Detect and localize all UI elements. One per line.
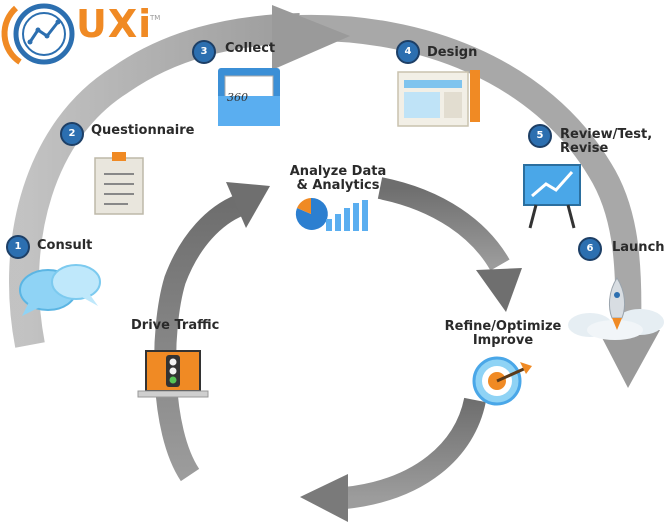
step-badge-1: 1 <box>6 235 30 259</box>
outer-cycle-arrow <box>9 5 660 388</box>
outer-arrowhead-bottom <box>598 330 660 388</box>
step-badge-3: 3 <box>192 40 216 64</box>
folder-icon <box>218 68 280 126</box>
inner-arrowhead-bottom <box>300 474 348 522</box>
step-label-collect: Collect <box>225 41 276 56</box>
inner-arrowhead-refine <box>476 268 522 312</box>
step-badge-5: 5 <box>528 124 552 148</box>
inner-label-analyze-line2: & Analytics <box>296 178 380 193</box>
chat-bubbles-icon <box>19 264 101 316</box>
inner-cycle-arrows <box>154 177 522 522</box>
presentation-board-icon <box>523 164 581 229</box>
logo-wordmark: UXi <box>76 2 153 46</box>
step-label-review-line1: Review/Test, <box>560 127 653 142</box>
step-badge-4: 4 <box>396 40 420 64</box>
step-label-design: Design <box>427 45 478 60</box>
webpage-layout-icon <box>397 70 480 127</box>
logo-trademark: TM <box>150 14 161 22</box>
inner-label-refine-line1: Refine/Optimize <box>444 319 562 334</box>
inner-label-refine-line2: Improve <box>472 333 534 348</box>
analytics-chart-icon <box>295 197 368 231</box>
traffic-light-laptop-icon <box>137 350 209 398</box>
inner-label-analyze-line1: Analyze Data <box>289 164 387 179</box>
clipboard-icon <box>94 152 144 215</box>
step-badge-2: 2 <box>60 122 84 146</box>
outer-arrowhead-top <box>272 5 350 70</box>
folder-icon-text: 360 <box>227 91 248 104</box>
step-label-consult: Consult <box>37 238 93 253</box>
step-label-review-line2: Revise <box>560 141 609 156</box>
step-badge-6: 6 <box>578 237 602 261</box>
inner-label-drive-traffic: Drive Traffic <box>131 318 220 333</box>
logo-mark <box>1 3 75 65</box>
step-label-launch: Launch <box>612 240 665 255</box>
step-label-questionnaire: Questionnaire <box>91 123 195 138</box>
target-icon <box>472 356 532 406</box>
inner-arrowhead-left <box>226 182 270 228</box>
rocket-icon <box>568 277 664 340</box>
